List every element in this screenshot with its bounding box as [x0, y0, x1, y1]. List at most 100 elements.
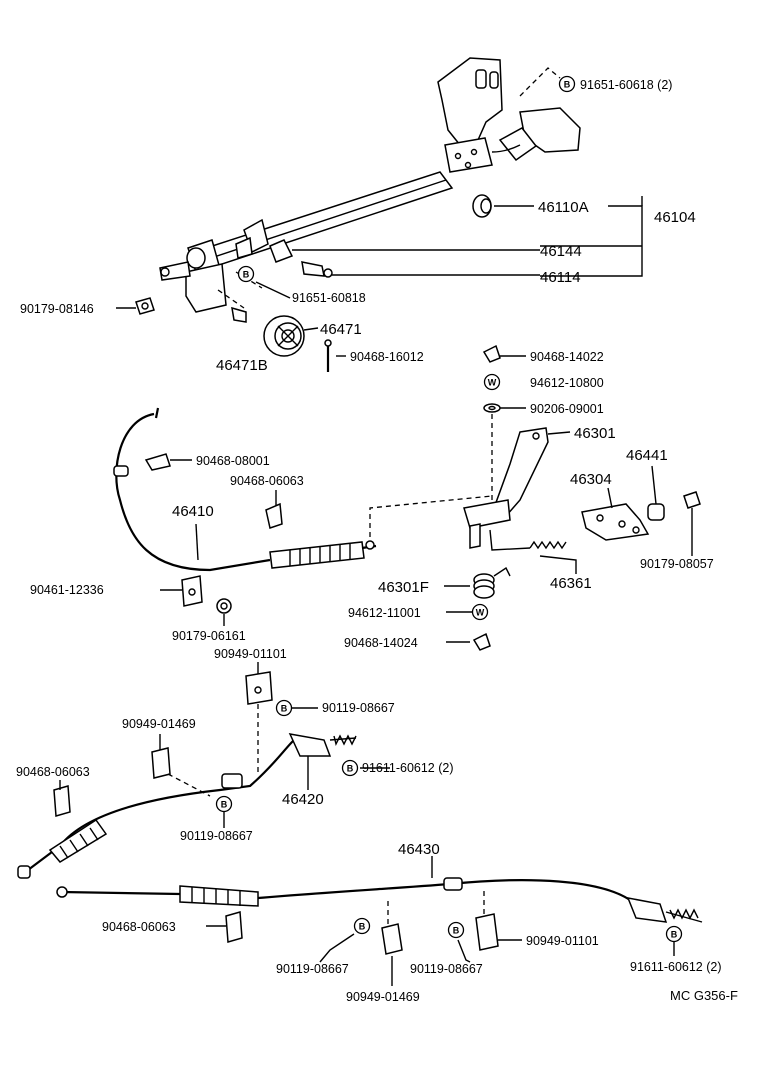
part-46110A-bushing: [472, 194, 492, 218]
bolt-symbol-91651-60618: B: [558, 75, 576, 93]
part-90461-12336-clamp: [181, 575, 203, 607]
label-90119-08667-upper: 90119-08667: [322, 701, 395, 715]
label-91611-60612-lower: 91611-60612 (2): [630, 960, 722, 974]
label-91651-60818: 91651-60818: [292, 291, 366, 305]
svg-text:B: B: [564, 80, 571, 90]
washer-symbol-94612-10800: W: [483, 373, 501, 391]
label-90179-08146: 90179-08146: [20, 302, 94, 316]
label-90461-12336: 90461-12336: [30, 583, 104, 597]
leaders-middle-left: [160, 459, 318, 709]
label-90179-08057: 90179-08057: [640, 557, 714, 571]
svg-text:B: B: [243, 270, 250, 280]
part-46301-lever: [463, 427, 549, 551]
svg-text:B: B: [221, 800, 228, 810]
part-90468-06063-clamp-bottom: [225, 911, 243, 943]
label-46441: 46441: [626, 447, 668, 464]
label-90179-06161: 90179-06161: [172, 629, 246, 643]
part-46471-pulley: [263, 315, 305, 357]
part-46144-clip: [269, 239, 294, 263]
label-90949-01469-bottom: 90949-01469: [346, 990, 420, 1004]
label-46114: 46114: [540, 269, 581, 286]
part-46304-bracket: [581, 503, 650, 541]
svg-text:W: W: [476, 608, 485, 618]
label-46420: 46420: [282, 791, 324, 808]
leader-91651-60618: [519, 67, 561, 97]
part-90179-08146-nut: [135, 297, 155, 315]
label-90468-08001: 90468-08001: [196, 454, 270, 468]
part-46410-cable: [113, 407, 377, 572]
label-90949-01101-bottom: 90949-01101: [526, 934, 599, 948]
part-90949-01469-clamp-bottom: [381, 923, 403, 955]
svg-text:B: B: [671, 930, 678, 940]
leaders-lower-left: [59, 734, 390, 828]
label-46110A: 46110A: [538, 199, 589, 216]
label-90949-01469-upper: 90949-01469: [122, 717, 196, 731]
svg-text:B: B: [347, 764, 354, 774]
label-46361: 46361: [550, 575, 592, 592]
part-46441-stopper: [647, 503, 665, 521]
label-46471: 46471: [320, 321, 362, 338]
bolt-symbol-90119-08667-d: B: [447, 921, 465, 939]
label-90468-14024: 90468-14024: [344, 636, 418, 650]
leaders-right-middle: [444, 355, 693, 643]
label-46301: 46301: [574, 425, 616, 442]
part-90468-14022-clamp: [482, 344, 501, 363]
label-46301F: 46301F: [378, 579, 429, 596]
parking-brake-lever-assembly: [159, 57, 581, 313]
svg-text:W: W: [488, 378, 497, 388]
label-46304: 46304: [570, 471, 612, 488]
label-90468-06063-upper: 90468-06063: [230, 474, 304, 488]
bolt-symbol-90119-08667-b: B: [215, 795, 233, 813]
bolt-symbol-91611-60612-b: B: [665, 925, 683, 943]
label-91611-60612-upper: 91611-60612 (2): [362, 761, 454, 775]
label-90119-08667-bottom-left: 90119-08667: [276, 962, 349, 976]
part-46471B-pin: [231, 306, 247, 323]
part-90179-08057-nut: [683, 491, 701, 509]
part-46420-cable: [17, 733, 357, 879]
label-90119-08667-bottom-right: 90119-08667: [410, 962, 483, 976]
bolt-symbol-90119-08667-a: B: [275, 699, 293, 717]
label-90119-08667-lower-left: 90119-08667: [180, 829, 253, 843]
label-46104: 46104: [654, 209, 696, 226]
part-90468-06063-clamp-upper: [265, 502, 283, 529]
label-91651-60618: 91651-60618 (2): [580, 78, 672, 92]
label-46471B: 46471B: [216, 357, 268, 374]
leader-90119-08667-b: [167, 773, 211, 797]
part-90206-09001-washer: [483, 403, 501, 413]
part-46301F-spring: [473, 566, 511, 599]
svg-text:B: B: [453, 926, 460, 936]
washer-symbol-94612-11001: W: [471, 603, 489, 621]
label-46144: 46144: [540, 243, 582, 260]
part-90468-16012-cotter: [324, 339, 332, 372]
label-90206-09001: 90206-09001: [530, 402, 604, 416]
part-90949-01469-clamp-upper: [151, 747, 171, 779]
label-90468-16012: 90468-16012: [350, 350, 424, 364]
label-94612-11001: 94612-11001: [348, 606, 421, 620]
part-90179-06161-nut: [216, 598, 232, 614]
label-90468-06063-bottom: 90468-06063: [102, 920, 176, 934]
label-90468-14022: 90468-14022: [530, 350, 604, 364]
part-90468-08001-clamp: [144, 453, 171, 471]
leaders-bottom: [206, 856, 675, 986]
leaders-upper: [116, 196, 643, 357]
label-90468-06063-left: 90468-06063: [16, 765, 90, 779]
bolt-symbol-90119-08667-c: B: [353, 917, 371, 935]
part-90949-01101-clamp-upper: [245, 671, 273, 705]
bolt-symbol-91651-60818: B: [237, 265, 255, 283]
svg-text:B: B: [359, 922, 366, 932]
leader-46430-clamps: [387, 890, 485, 924]
svg-text:B: B: [281, 704, 288, 714]
part-46114-pin: [301, 261, 333, 278]
part-46430-cable: [56, 877, 703, 923]
part-90468-14024-clamp: [472, 632, 491, 651]
label-94612-10800: 94612-10800: [530, 376, 604, 390]
leader-cable-to-lever: [369, 495, 493, 546]
part-46361-spring: [529, 540, 567, 550]
diagram-reference-code: MC G356-F: [670, 988, 738, 1003]
bolt-symbol-91611-60612-a: B: [341, 759, 359, 777]
label-90949-01101-upper: 90949-01101: [214, 647, 287, 661]
label-46410: 46410: [172, 503, 214, 520]
part-90468-06063-clamp-left: [53, 785, 71, 817]
label-46430: 46430: [398, 841, 440, 858]
